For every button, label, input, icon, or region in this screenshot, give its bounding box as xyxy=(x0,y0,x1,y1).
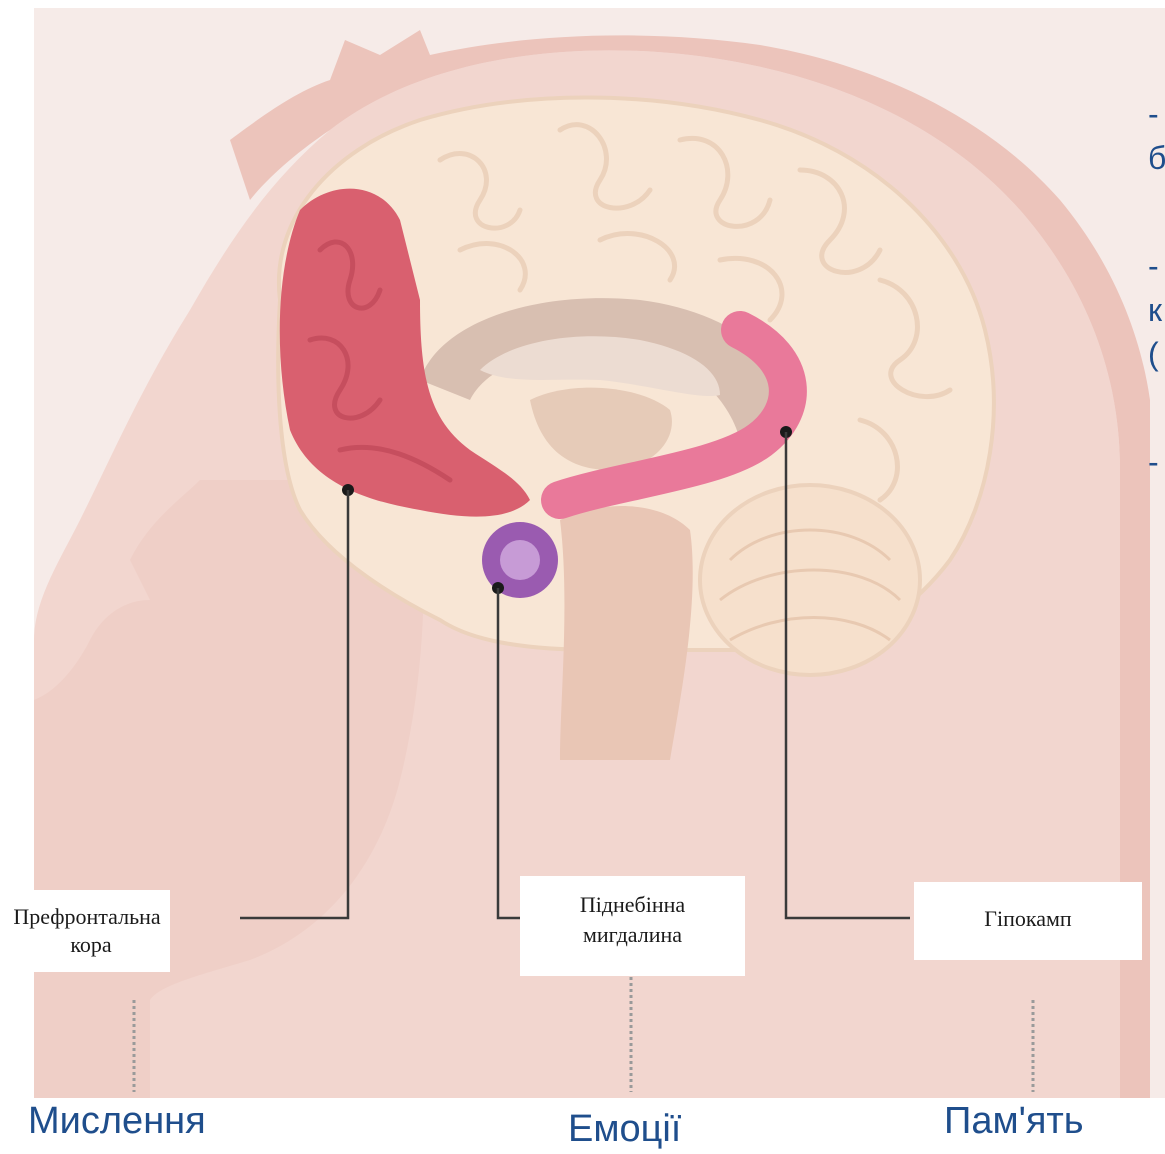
brainstem xyxy=(560,506,693,760)
amygdala-label-line2: мигдалина xyxy=(520,920,745,950)
side-note-1: - б xyxy=(1148,92,1165,180)
side-note-3: - xyxy=(1148,440,1159,484)
prefrontal-label: Префронтальна кора xyxy=(12,890,170,972)
function-thinking: Мислення xyxy=(28,1100,206,1143)
function-emotions: Емоції xyxy=(568,1108,681,1151)
function-memory: Пам'ять xyxy=(944,1100,1084,1143)
cerebellum xyxy=(700,485,920,675)
prefrontal-label-line2: кора xyxy=(12,930,170,960)
side-note-2: - к ( xyxy=(1148,244,1162,376)
hippocampus-label: Гіпокамп xyxy=(914,882,1142,960)
hippocampus-label-text: Гіпокамп xyxy=(914,882,1142,934)
amygdala-label: Піднебінна мигдалина xyxy=(520,876,745,976)
prefrontal-label-line1: Префронтальна xyxy=(8,902,166,932)
amygdala-label-line1: Піднебінна xyxy=(520,876,745,920)
